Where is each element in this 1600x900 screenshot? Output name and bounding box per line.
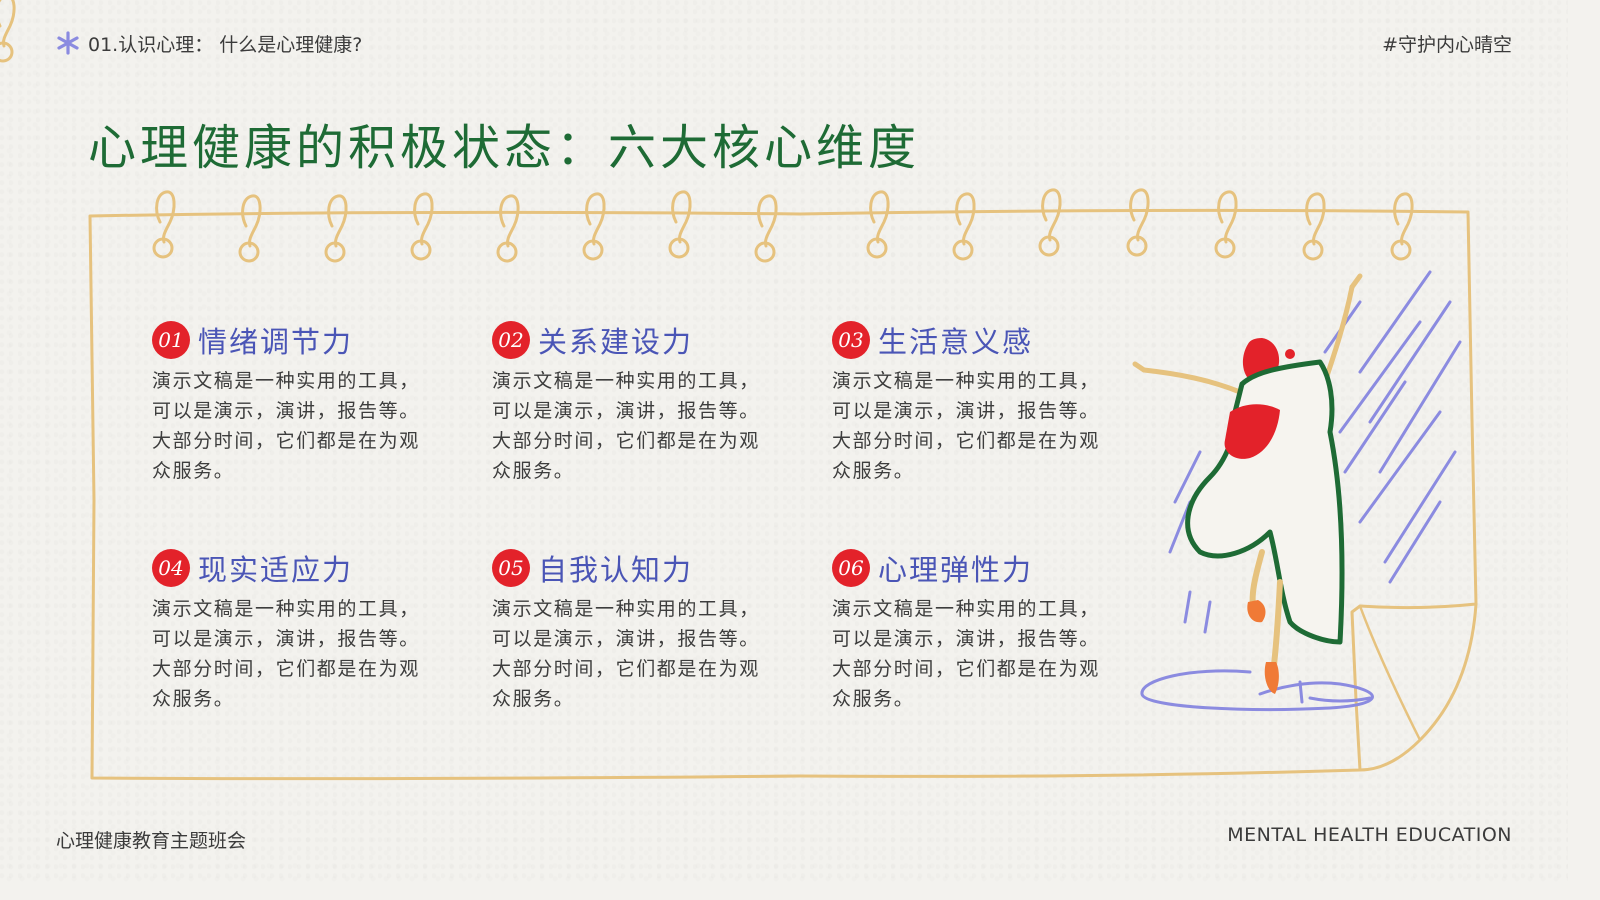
section-header: 01.认识心理： 什么是心理健康? <box>56 28 362 58</box>
card-title: 情绪调节力 <box>198 325 354 359</box>
dimension-card-5: 05 自我认知力 演示文稿是一种实用的工具，可以是演示，演讲，报告等。大部分时间… <box>492 548 782 714</box>
number-badge: 02 <box>492 321 530 359</box>
card-body: 演示文稿是一种实用的工具，可以是演示，演讲，报告等。大部分时间，它们都是在为观众… <box>492 370 760 482</box>
number-badge: 04 <box>152 549 190 587</box>
dimension-card-2: 02 关系建设力 演示文稿是一种实用的工具，可以是演示，演讲，报告等。大部分时间… <box>492 320 782 486</box>
card-header: 04 现实适应力 <box>152 548 442 588</box>
card-header: 03 生活意义感 <box>832 320 1122 360</box>
card-body: 演示文稿是一种实用的工具，可以是演示，演讲，报告等。大部分时间，它们都是在为观众… <box>492 598 760 710</box>
number-badge: 03 <box>832 321 870 359</box>
number-badge: 01 <box>152 321 190 359</box>
dimension-card-4: 04 现实适应力 演示文稿是一种实用的工具，可以是演示，演讲，报告等。大部分时间… <box>152 548 442 714</box>
card-header: 06 心理弹性力 <box>832 548 1122 588</box>
footer-english-label: MENTAL HEALTH EDUCATION <box>1227 824 1512 846</box>
card-title: 关系建设力 <box>538 325 694 359</box>
card-body: 演示文稿是一种实用的工具，可以是演示，演讲，报告等。大部分时间，它们都是在为观众… <box>832 370 1100 482</box>
card-header: 02 关系建设力 <box>492 320 782 360</box>
dimension-card-6: 06 心理弹性力 演示文稿是一种实用的工具，可以是演示，演讲，报告等。大部分时间… <box>832 548 1122 714</box>
card-header: 05 自我认知力 <box>492 548 782 588</box>
card-body: 演示文稿是一种实用的工具，可以是演示，演讲，报告等。大部分时间，它们都是在为观众… <box>152 598 420 710</box>
number-badge: 05 <box>492 549 530 587</box>
card-title: 生活意义感 <box>878 325 1034 359</box>
dancer-illustration <box>1132 270 1462 711</box>
card-title: 现实适应力 <box>198 553 354 587</box>
notebook-frame <box>0 0 1478 781</box>
page-title: 心理健康的积极状态：六大核心维度 <box>88 120 921 176</box>
card-header: 01 情绪调节力 <box>152 320 442 360</box>
card-title: 心理弹性力 <box>878 553 1034 587</box>
dimension-card-3: 03 生活意义感 演示文稿是一种实用的工具，可以是演示，演讲，报告等。大部分时间… <box>832 320 1122 486</box>
card-body: 演示文稿是一种实用的工具，可以是演示，演讲，报告等。大部分时间，它们都是在为观众… <box>152 370 420 482</box>
asterisk-icon <box>57 31 79 55</box>
card-body: 演示文稿是一种实用的工具，可以是演示，演讲，报告等。大部分时间，它们都是在为观众… <box>832 598 1100 710</box>
hashtag-label: #守护内心晴空 <box>1382 34 1512 56</box>
footer-course-title: 心理健康教育主题班会 <box>56 830 247 852</box>
section-label: 01.认识心理： 什么是心理健康? <box>88 33 363 56</box>
number-badge: 06 <box>832 549 870 587</box>
dimension-card-1: 01 情绪调节力 演示文稿是一种实用的工具，可以是演示，演讲，报告等。大部分时间… <box>152 320 442 486</box>
card-title: 自我认知力 <box>538 553 694 587</box>
